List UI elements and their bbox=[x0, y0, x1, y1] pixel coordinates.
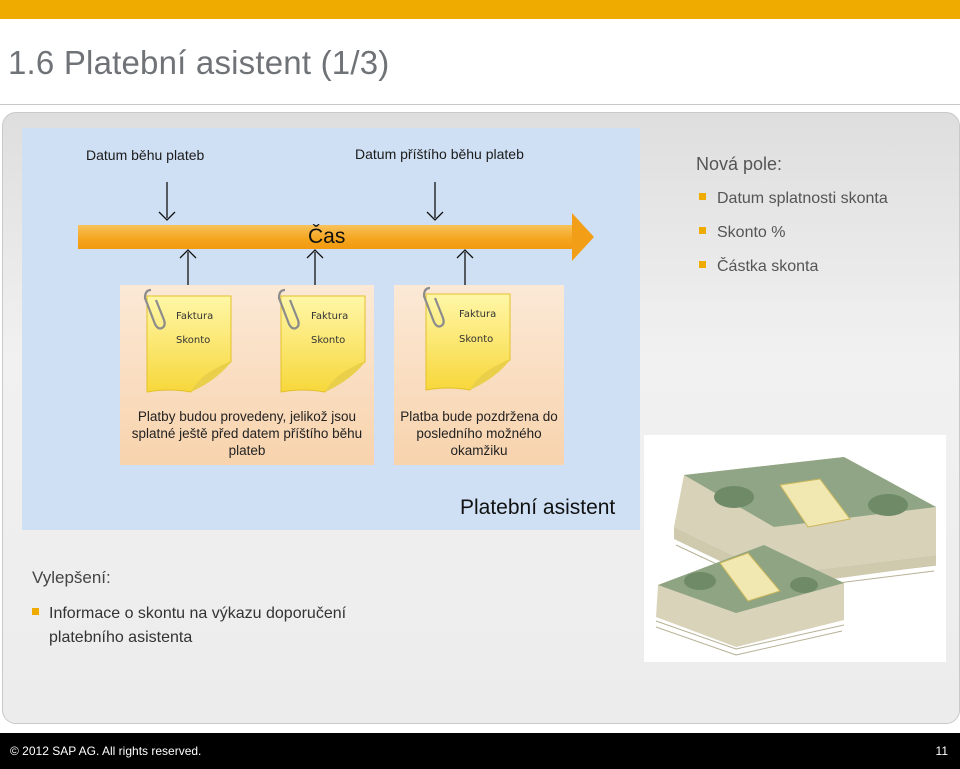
label-next-run-date: Datum příštího běhu plateb bbox=[355, 146, 524, 162]
page-title: 1.6 Platební asistent (1/3) bbox=[8, 44, 390, 81]
invoice-note-icon bbox=[143, 288, 232, 393]
bullet-icon bbox=[32, 608, 39, 616]
new-fields-heading: Nová pole: bbox=[696, 154, 783, 174]
top-accent-bar bbox=[0, 0, 960, 19]
new-field-item: Skonto % bbox=[699, 224, 785, 242]
note-discount-label: Skonto bbox=[176, 335, 211, 346]
note-discount-label: Skonto bbox=[311, 335, 346, 346]
bullet-icon bbox=[699, 193, 706, 201]
copyright-text: © 2012 SAP AG. All rights reserved. bbox=[10, 744, 202, 758]
improvement-heading: Vylepšení: bbox=[32, 568, 111, 587]
timeline-label: Čas bbox=[308, 225, 346, 248]
note-invoice-label: Faktura bbox=[176, 311, 214, 322]
note-invoice-label: Faktura bbox=[311, 311, 349, 322]
arrow-down-icon bbox=[158, 182, 176, 221]
new-field-item: Částka skonta bbox=[699, 258, 818, 276]
bullet-icon bbox=[699, 227, 706, 235]
diagram-caption: Platební asistent bbox=[460, 496, 616, 519]
note-discount-label: Skonto bbox=[459, 334, 494, 345]
held-description: Platba bude pozdržena do posledního možn… bbox=[400, 409, 558, 458]
arrow-up-icon bbox=[179, 249, 197, 288]
arrow-up-icon bbox=[306, 249, 324, 288]
arrow-down-icon bbox=[426, 182, 444, 221]
timeline-arrow bbox=[78, 225, 576, 249]
timeline-arrow-head bbox=[572, 213, 594, 261]
improvement-item: Informace o skontu na výkazu doporučení … bbox=[32, 602, 384, 650]
arrow-up-icon bbox=[456, 249, 474, 288]
money-stacks-image bbox=[644, 435, 946, 662]
footer-bar: © 2012 SAP AG. All rights reserved. 11 bbox=[0, 733, 960, 769]
page-number: 11 bbox=[935, 744, 948, 758]
paid-description: Platby budou provedeny, jelikož jsou spl… bbox=[131, 409, 363, 458]
invoice-note-icon bbox=[277, 288, 366, 393]
label-run-date: Datum běhu plateb bbox=[86, 147, 205, 163]
note-invoice-label: Faktura bbox=[459, 309, 497, 320]
title-divider bbox=[0, 104, 960, 105]
new-field-item: Datum splatnosti skonta bbox=[699, 190, 888, 208]
invoice-note-icon bbox=[422, 286, 511, 391]
bullet-icon bbox=[699, 261, 706, 269]
